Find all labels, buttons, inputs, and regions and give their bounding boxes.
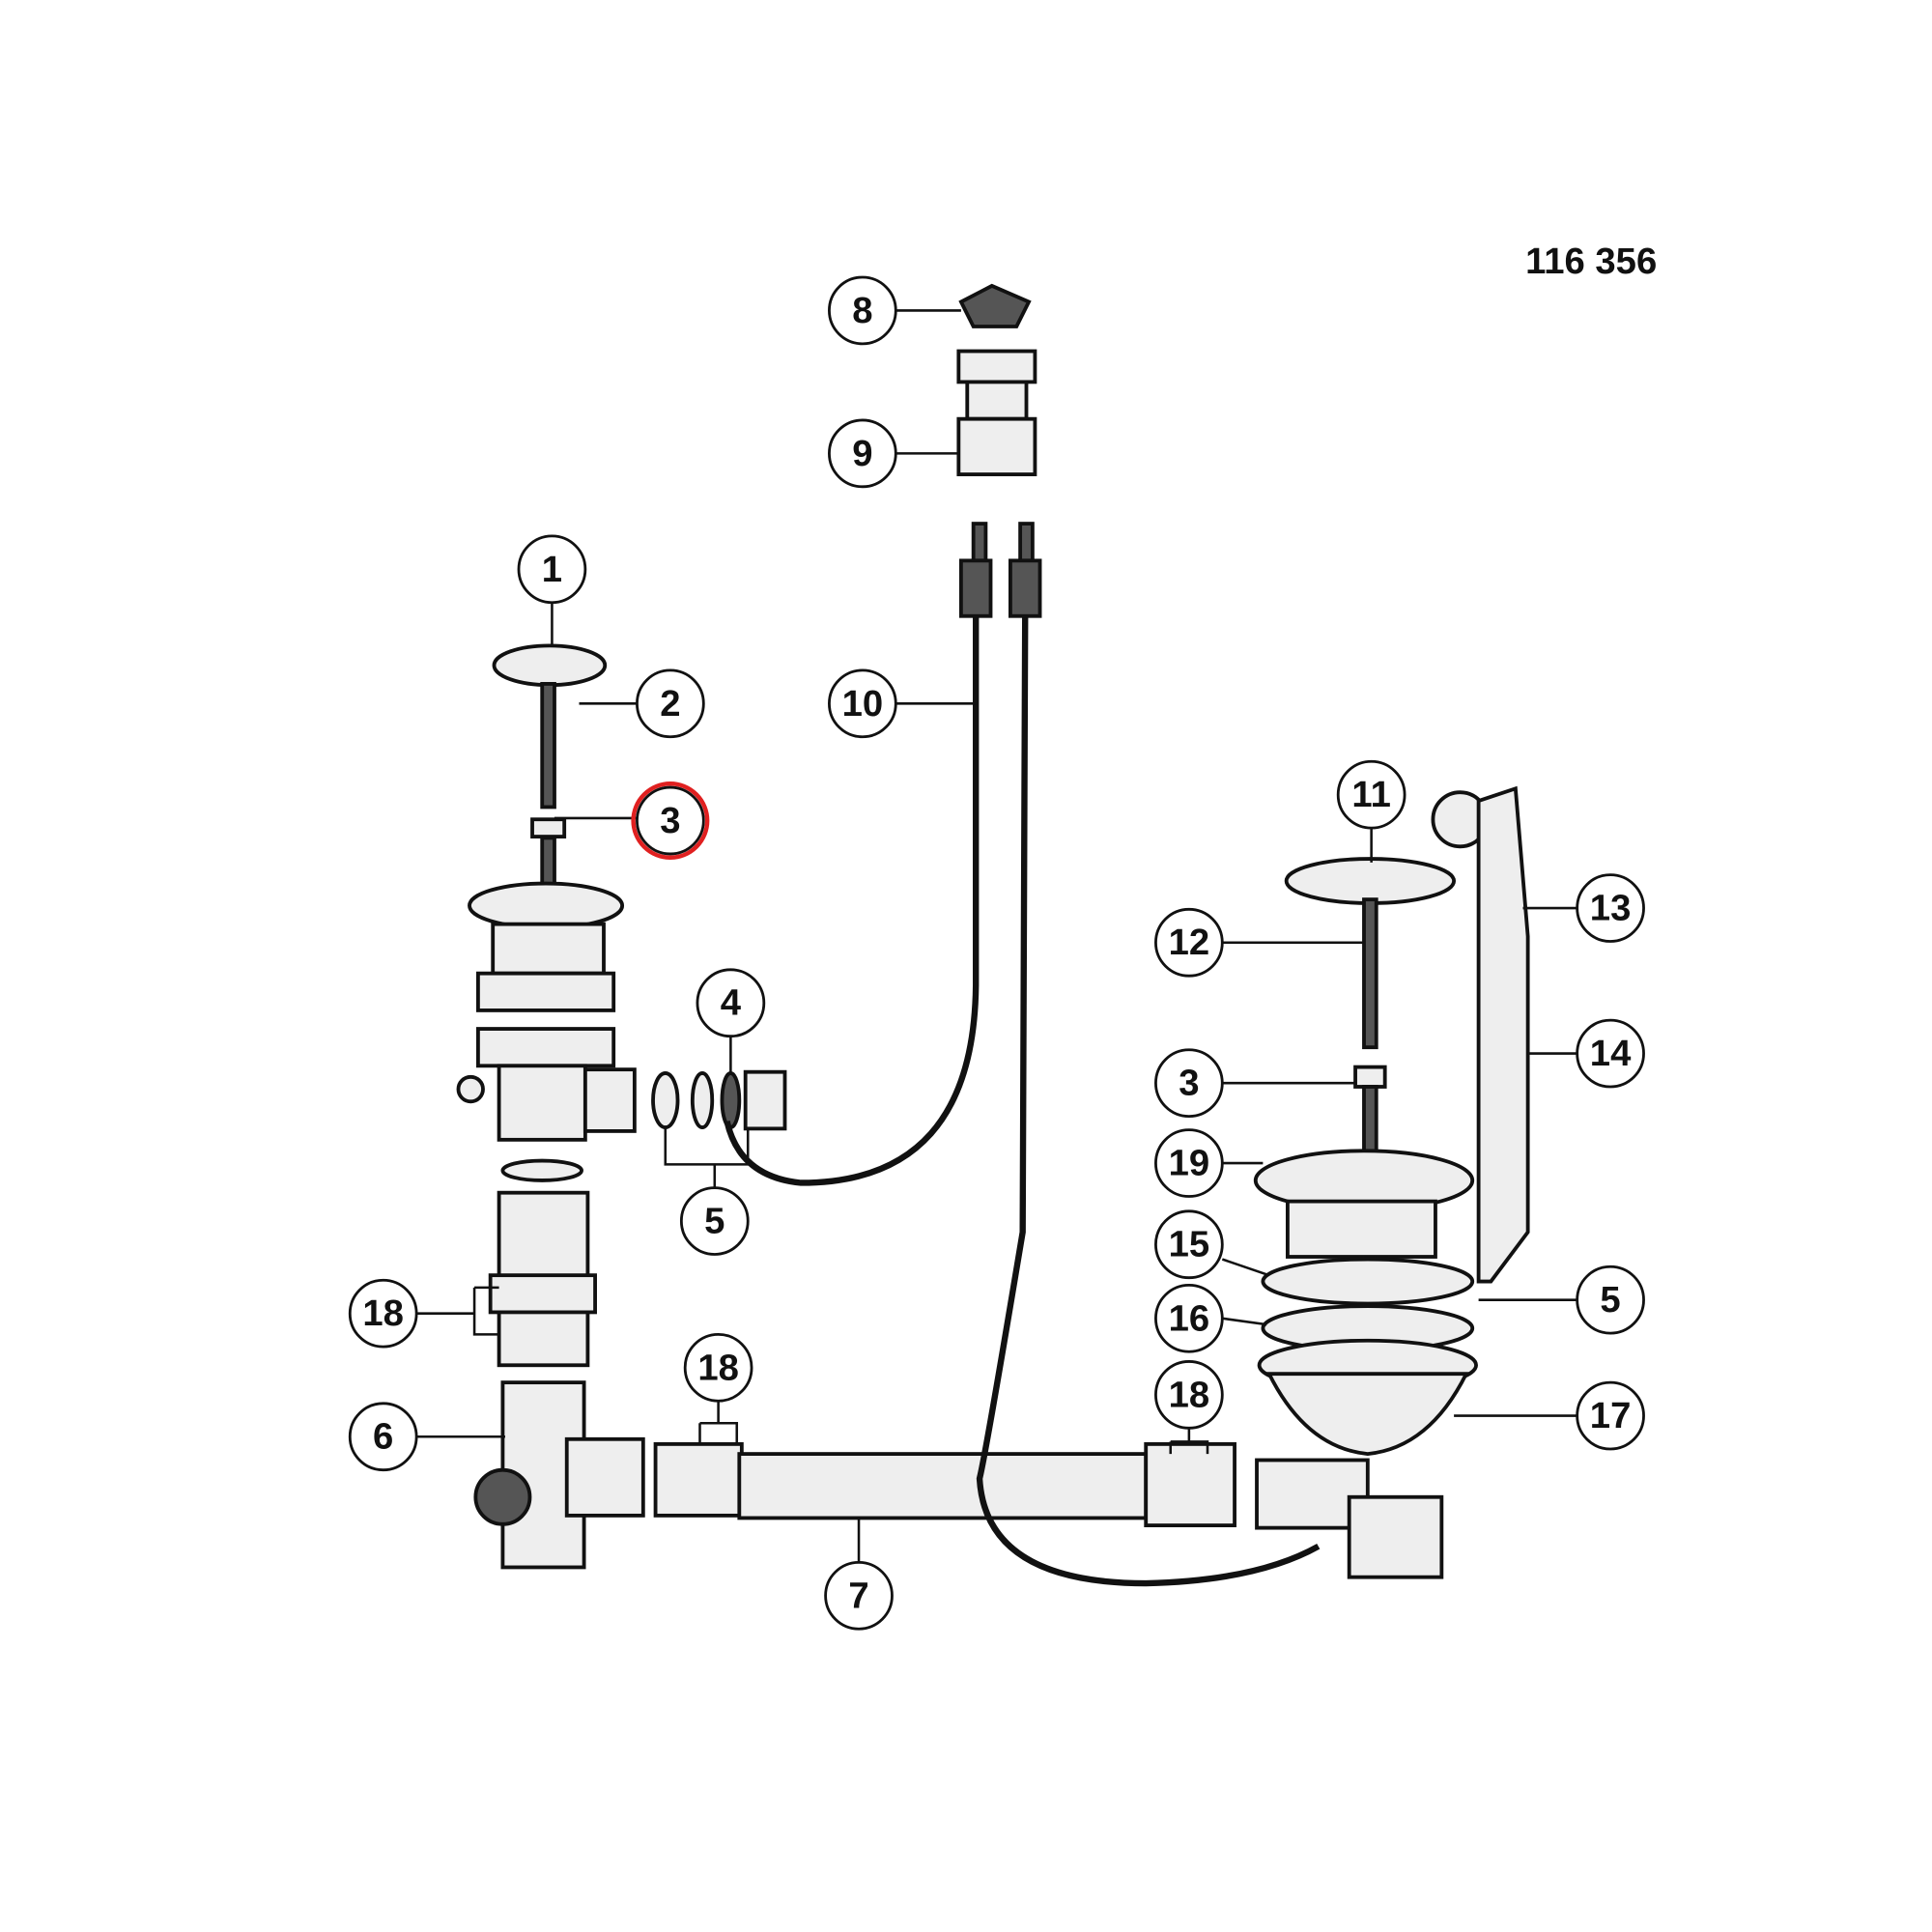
parts-drawing xyxy=(456,283,1530,1587)
svg-text:12: 12 xyxy=(1169,922,1210,963)
svg-text:19: 19 xyxy=(1169,1143,1210,1184)
svg-text:15: 15 xyxy=(1169,1224,1210,1265)
svg-text:4: 4 xyxy=(721,982,742,1024)
svg-text:3: 3 xyxy=(1179,1063,1199,1104)
callout-4: 4 xyxy=(696,968,766,1038)
svg-text:9: 9 xyxy=(852,433,872,474)
svg-text:6: 6 xyxy=(373,1416,393,1458)
svg-text:8: 8 xyxy=(852,290,872,331)
callout-8: 8 xyxy=(828,275,897,346)
callout-10: 10 xyxy=(828,668,897,739)
callout-5-right: 5 xyxy=(1576,1264,1645,1335)
callout-18-middle: 18 xyxy=(683,1332,753,1403)
svg-text:5: 5 xyxy=(1600,1279,1620,1321)
svg-text:13: 13 xyxy=(1590,888,1632,929)
callout-11: 11 xyxy=(1336,759,1406,830)
callout-14: 14 xyxy=(1576,1018,1645,1089)
svg-text:10: 10 xyxy=(842,683,884,724)
callout-18-left: 18 xyxy=(348,1278,418,1349)
callout-17: 17 xyxy=(1576,1380,1645,1451)
svg-text:16: 16 xyxy=(1169,1297,1210,1339)
svg-text:18: 18 xyxy=(362,1293,404,1334)
callout-18-right: 18 xyxy=(1154,1360,1224,1430)
svg-text:18: 18 xyxy=(1169,1374,1210,1415)
callout-3-highlighted: 3 xyxy=(631,781,710,860)
callout-6: 6 xyxy=(348,1402,418,1472)
svg-text:1: 1 xyxy=(542,549,562,590)
callout-9: 9 xyxy=(828,418,897,489)
callout-15: 15 xyxy=(1154,1209,1224,1280)
reference-number: 116 356 xyxy=(1525,241,1657,282)
callout-19: 19 xyxy=(1154,1128,1224,1198)
callout-3-right: 3 xyxy=(1154,1048,1224,1119)
svg-text:18: 18 xyxy=(697,1347,739,1388)
callout-5-left: 5 xyxy=(679,1186,750,1256)
callout-1: 1 xyxy=(517,534,587,605)
callout-12: 12 xyxy=(1154,907,1224,978)
leader-lines xyxy=(416,309,1577,1563)
svg-text:5: 5 xyxy=(704,1201,724,1242)
callout-13: 13 xyxy=(1576,873,1645,943)
svg-text:7: 7 xyxy=(848,1575,868,1616)
svg-text:11: 11 xyxy=(1351,774,1390,815)
callout-2: 2 xyxy=(636,668,705,739)
svg-text:14: 14 xyxy=(1590,1033,1632,1074)
callout-7: 7 xyxy=(824,1560,894,1631)
svg-text:17: 17 xyxy=(1590,1395,1632,1436)
callout-16: 16 xyxy=(1154,1283,1224,1353)
svg-text:2: 2 xyxy=(660,683,680,724)
svg-text:3: 3 xyxy=(660,800,680,841)
